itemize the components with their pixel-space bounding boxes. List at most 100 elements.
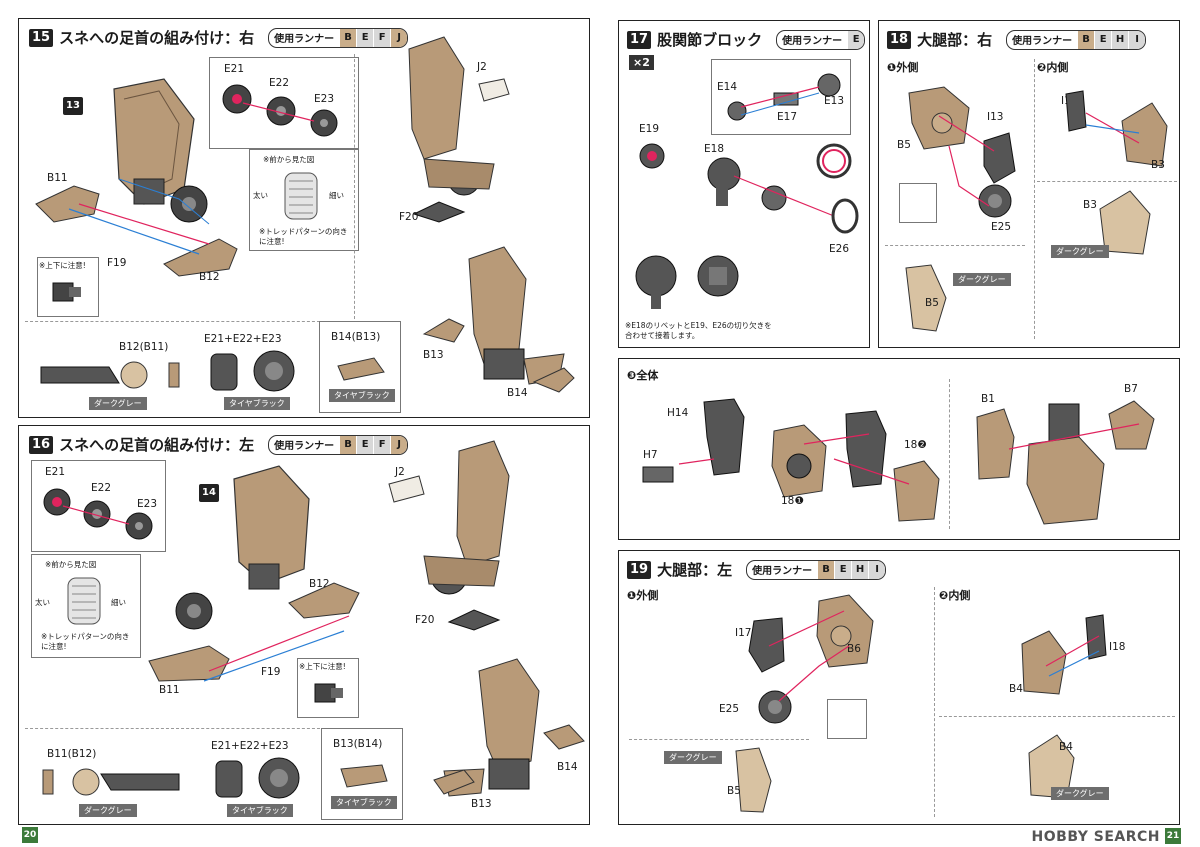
step18-title: 18 大腿部：右 使用ランナー B E H I: [887, 29, 1147, 50]
step15-label-b14: B14: [507, 387, 528, 399]
step19-number: 19: [627, 560, 652, 579]
whole-ref-18-2: 18❷: [904, 439, 927, 451]
whole-arrows-right: [1008, 423, 1140, 450]
step16-label-b13: B13: [471, 798, 492, 810]
step18-detail-box: [899, 183, 937, 223]
step15-title-text: スネへの足首の組み付け：右: [59, 29, 255, 47]
step18-vsep: [1034, 59, 1035, 339]
whole-arrows-left: [678, 433, 910, 485]
step15-wheel-gears: [222, 84, 338, 137]
step15-part-b12: [163, 238, 238, 277]
step17-main-parts: [639, 143, 835, 217]
step19-detail-box: [827, 699, 867, 739]
step15-label-j2: J2: [477, 61, 487, 73]
step16-label-b11: B11: [159, 684, 180, 696]
step15-opt1-color: ダークグレー: [89, 397, 147, 410]
step18-title-text: 大腿部：右: [917, 31, 993, 49]
step16-shin-illustration: [233, 465, 310, 590]
step18-cut-arrows: [938, 115, 995, 207]
step16-updown-note: ※上下に注意!: [299, 662, 346, 671]
step17-panel: 17 股関節ブロック 使用ランナー E ×2 E14 E13 E17 E19 E…: [618, 20, 870, 348]
step15-tread-note: ※トレッドパターンの向きに注意!: [259, 227, 348, 246]
step18-panel: 18 大腿部：右 使用ランナー B E H I ❶外側 ❷内側 B5 I13 E…: [878, 20, 1180, 348]
step16-separator: [25, 728, 325, 729]
step15-opt2-label: E21+E22+E23: [204, 333, 282, 345]
step17-note: ※E18のリベットとE19、E26の切り欠きを合わせて接着します。: [625, 321, 772, 340]
step19-part-b6: [816, 594, 874, 668]
step15-part-f20: [412, 201, 466, 223]
step18-sep-right: [1037, 181, 1177, 182]
step15-f19-icon: [52, 282, 81, 302]
step16-part-f20: [447, 609, 501, 631]
step16-tread-note: ※トレッドパターンの向きに注意!: [41, 632, 130, 651]
step18-sep-left: [885, 245, 1025, 246]
step17-detail-e19: [635, 255, 677, 309]
step15-vsep: [354, 54, 355, 324]
step16-opt2-parts: [215, 757, 300, 799]
step16-opt3-part: [340, 764, 388, 788]
step15-label-e22: E22: [269, 77, 289, 89]
step19-title-text: 大腿部：左: [657, 561, 733, 579]
step18-label-e25: E25: [991, 221, 1011, 233]
whole-part-thigh-inner: [893, 460, 940, 522]
step16-leg-assembly-top: [388, 440, 510, 595]
step18-label-b5b: B5: [925, 297, 939, 309]
step18-b3-color: ダークグレー: [1051, 245, 1109, 258]
whole-label: ❸全体: [627, 369, 659, 382]
step15-opt3-part: [337, 357, 385, 381]
step16-f19-icon: [314, 683, 343, 703]
step15-opt3-label: B14(B13): [331, 331, 381, 343]
step18-part-e25: [978, 184, 1012, 218]
step18-part-b3-detail: [1099, 190, 1151, 255]
step18-label-b3: B3: [1151, 159, 1165, 171]
whole-part-b1: [976, 408, 1015, 480]
step15-label-f20: F20: [399, 211, 419, 223]
step16-part-b14: [543, 724, 585, 750]
step17-label-e18: E18: [704, 143, 724, 155]
step15-thin-label: 細い: [329, 191, 344, 200]
step15-number: 15: [29, 28, 54, 47]
step16-runner-badge: 使用ランナー B E F J: [268, 434, 409, 455]
step15-tire: [170, 185, 208, 223]
step16-label-e22: E22: [91, 482, 111, 494]
step18-number: 18: [887, 30, 912, 49]
whole-label-h7: H7: [643, 449, 658, 461]
step15-ref-13: 13: [63, 97, 83, 115]
step16-label-j2: J2: [395, 466, 405, 478]
step18-label-i13: I13: [987, 111, 1004, 123]
step16-tire: [175, 592, 213, 630]
step16-label-e21: E21: [45, 466, 65, 478]
step18-b3-arrows: [1085, 112, 1140, 144]
step16-opt1-color: ダークグレー: [79, 804, 137, 817]
step17-inset-parts: [727, 73, 841, 121]
step16-thin-label: 細い: [111, 598, 126, 607]
step19-label-i17: I17: [735, 627, 752, 639]
whole-label-h14: H14: [667, 407, 689, 419]
step16-opt3-label: B13(B14): [333, 738, 383, 750]
step16-opt3-color: タイヤブラック: [331, 796, 397, 809]
step15-part-b14: [532, 367, 575, 393]
whole-label-b1: B1: [981, 393, 995, 405]
step16-assembly-lines: [203, 615, 350, 682]
step15-label-f19: F19: [107, 257, 127, 269]
step19-panel: 19 大腿部：左 使用ランナー B E H I ❶外側 ❷内側 I17 B6 E…: [618, 550, 1180, 825]
step15-leg-assembly-bottom: [468, 246, 565, 385]
step15-opt3-color: タイヤブラック: [329, 389, 395, 402]
step19-label-b6: B6: [847, 643, 861, 655]
step15-label-b11: B11: [47, 172, 68, 184]
step16-number: 16: [29, 435, 54, 454]
whole-ref-18-1: 18❶: [781, 495, 804, 507]
step18-runner-badge: 使用ランナー B E H I: [1006, 29, 1147, 50]
step15-title: 15 スネへの足首の組み付け：右 使用ランナー B E F J: [29, 27, 409, 48]
step16-ref-14: 14: [199, 484, 219, 502]
step16-opt2-label: E21+E22+E23: [211, 740, 289, 752]
step17-runner-badge: 使用ランナー E: [776, 29, 866, 50]
step17-title-text: 股関節ブロック: [657, 31, 763, 49]
step15-panel: 15 スネへの足首の組み付け：右 使用ランナー B E F J 13 E21 E…: [18, 18, 590, 418]
step19-part-b4-detail: [1028, 734, 1075, 799]
step19-label-i18: I18: [1109, 641, 1126, 653]
step16-part-b12: [288, 582, 360, 619]
step17-e26-ring: [816, 143, 852, 179]
step16-front-view-box: [31, 554, 141, 658]
step18-part-i14: [1065, 90, 1087, 132]
